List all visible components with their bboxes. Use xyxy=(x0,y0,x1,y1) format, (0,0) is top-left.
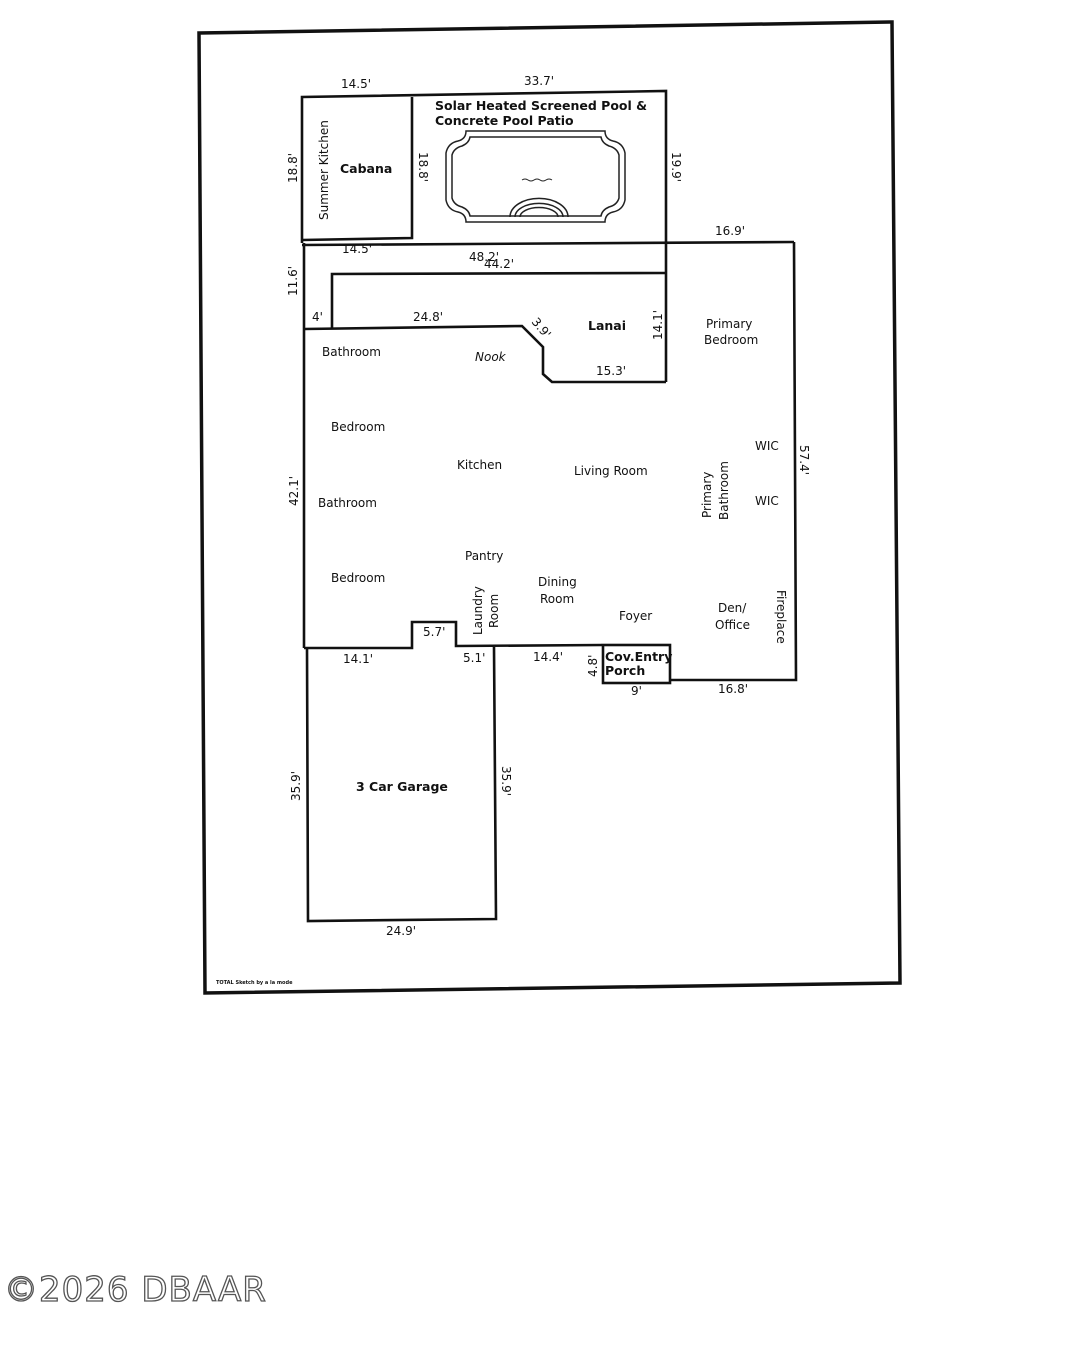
dim-label: 33.7' xyxy=(524,74,554,88)
wic-label: WIC xyxy=(755,439,779,453)
primary-bathroom-label: Primary xyxy=(700,472,714,518)
nook-label: Nook xyxy=(475,350,507,364)
garage-label: 3 Car Garage xyxy=(356,779,448,794)
primary-bathroom-label-2: Bathroom xyxy=(717,461,731,520)
dim-label: 14.1' xyxy=(651,310,665,340)
dim-label: 57.4' xyxy=(797,445,811,475)
fireplace-label: Fireplace xyxy=(774,590,788,644)
dim-label: 18.8' xyxy=(416,152,430,182)
watermark: ©2026 DBAAR xyxy=(4,1270,267,1310)
house-walls xyxy=(301,240,798,685)
sketch-credit: TOTAL Sketch by a la mode xyxy=(216,980,293,986)
page-frame xyxy=(197,20,902,995)
den-office-label: Den/ xyxy=(718,601,747,615)
dim-label: 14.5' xyxy=(341,77,371,91)
primary-bedroom-label: Primary xyxy=(706,317,752,331)
dim-label: 16.8' xyxy=(718,682,748,696)
dim-label: 14.1' xyxy=(343,652,373,666)
dim-label: 11.6' xyxy=(286,266,300,296)
kitchen-label: Kitchen xyxy=(457,458,502,472)
cabana-label: Cabana xyxy=(340,161,392,176)
dim-label: 42.1' xyxy=(287,476,301,506)
dim-label: 15.3' xyxy=(596,364,626,378)
pool-label-2: Concrete Pool Patio xyxy=(435,113,574,128)
den-office-label-2: Office xyxy=(715,618,750,632)
dim-label: 44.2' xyxy=(484,257,514,271)
dim-label: 5.1' xyxy=(463,651,485,665)
laundry-room-label: Laundry xyxy=(471,586,485,635)
porch-label: Cov.Entry xyxy=(605,649,672,664)
pool-label: Solar Heated Screened Pool & xyxy=(435,98,647,113)
dim-label: 4' xyxy=(312,310,323,324)
bedroom-label-2: Bedroom xyxy=(331,571,385,585)
dim-label: 9' xyxy=(631,684,642,698)
lanai-label: Lanai xyxy=(588,318,626,333)
laundry-room-label-2: Room xyxy=(487,594,501,628)
dim-label: 5.7' xyxy=(423,625,445,639)
dim-label: 19.9' xyxy=(669,152,683,182)
dim-label: 24.9' xyxy=(386,924,416,938)
dim-label: 14.4' xyxy=(533,650,563,664)
pantry-label: Pantry xyxy=(465,549,503,563)
dim-label: 24.8' xyxy=(413,310,443,324)
primary-bedroom-label-2: Bedroom xyxy=(704,333,758,347)
dim-label: 18.8' xyxy=(286,153,300,183)
dim-label: 35.9' xyxy=(289,771,303,801)
pool-area xyxy=(300,89,668,243)
bedroom-label: Bedroom xyxy=(331,420,385,434)
bathroom-label-2: Bathroom xyxy=(318,496,377,510)
water-icon xyxy=(521,178,553,182)
dim-label: 48.2' xyxy=(469,250,499,264)
dim-label: 16.9' xyxy=(715,224,745,238)
porch-label-2: Porch xyxy=(605,663,645,678)
dim-label: 14.5' xyxy=(342,242,372,256)
foyer-label: Foyer xyxy=(619,609,652,623)
living-room-label: Living Room xyxy=(574,464,648,478)
wic-label-2: WIC xyxy=(755,494,779,508)
dining-room-label-2: Room xyxy=(540,592,574,606)
garage xyxy=(305,646,498,923)
dining-room-label: Dining xyxy=(538,575,577,589)
summer-kitchen-label: Summer Kitchen xyxy=(317,120,331,220)
pool-shape xyxy=(445,130,626,223)
dim-label: 35.9' xyxy=(499,766,513,796)
bathroom-label: Bathroom xyxy=(322,345,381,359)
dim-label: 4.8' xyxy=(586,655,600,677)
